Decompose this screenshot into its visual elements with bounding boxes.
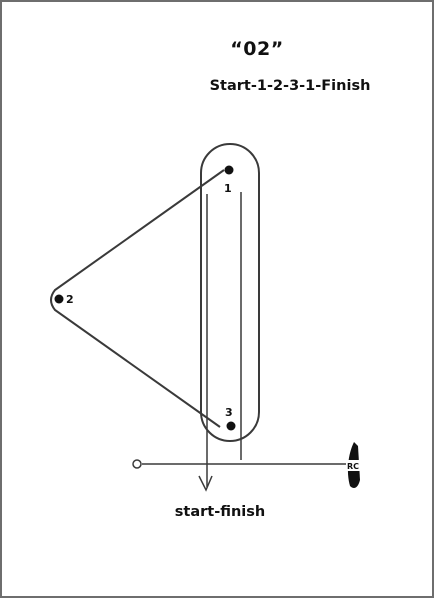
finish-arrow-icon <box>198 475 213 492</box>
mark-1-dot <box>224 165 234 175</box>
start-finish-label: start-finish <box>174 504 266 520</box>
course-sequence: Start-1-2-3-1-Finish <box>209 78 371 94</box>
windward-leeward-loop <box>200 143 260 442</box>
committee-boat-label: RC <box>347 462 359 471</box>
buoy-icon <box>132 459 142 469</box>
mark-1-label: 1 <box>224 182 232 195</box>
course-title: “02” <box>230 38 284 60</box>
mark-3-dot <box>226 421 236 431</box>
sailboat-icon: RC <box>346 442 364 488</box>
triangle-leg-path <box>50 169 225 428</box>
mark-2-dot <box>54 294 64 304</box>
mark-2-label: 2 <box>66 293 74 306</box>
mark-3-label: 3 <box>225 406 233 419</box>
